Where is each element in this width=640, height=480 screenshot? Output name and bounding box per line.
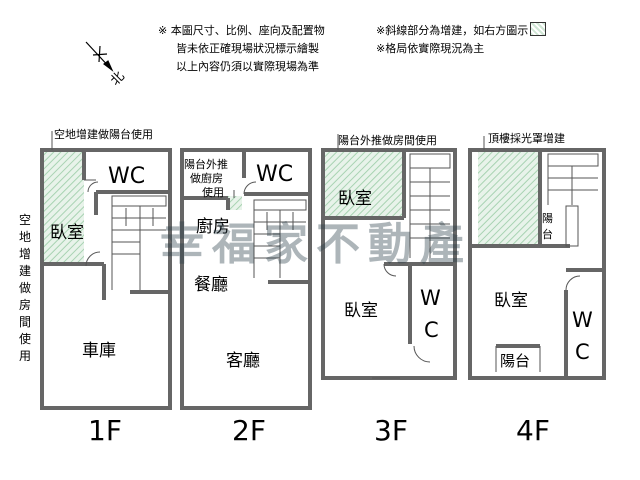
hatch-swatch-icon [530, 22, 547, 36]
4f-balcony-small-label: 陽 [542, 212, 553, 225]
1f-floor-label: 1F [88, 414, 122, 447]
1f-garage-label: 車庫 [82, 341, 116, 361]
north-arrow-icon [85, 41, 114, 72]
4f-bedroom-label: 臥室 [494, 291, 528, 311]
2f-floor-label: 2F [232, 414, 266, 447]
4f-callout-top: 頂樓採光罩增建 [488, 132, 565, 145]
2f-living-label: 客廳 [226, 351, 260, 371]
3f-wc-label-w: W [420, 286, 441, 310]
note-line: 以上內容仍須以實際現場為準 [176, 60, 319, 73]
2f-wc-label: WC [256, 162, 294, 187]
3f-floor-label: 3F [374, 414, 408, 447]
floor-4f-plan [468, 136, 606, 380]
4f-balcony-small-label: 台 [542, 228, 553, 241]
2f-callout-line: 使用 [202, 186, 224, 199]
floor-3f-plan [321, 134, 457, 380]
4f-balcony-label: 陽台 [500, 352, 531, 370]
2f-kitchen-label: 廚房 [196, 217, 230, 237]
4f-floor-label: 4F [516, 414, 550, 447]
2f-callout-line: 做廚房 [190, 172, 223, 185]
2f-dining-label: 餐廳 [194, 275, 228, 295]
floor-2f-plan [180, 148, 312, 410]
agency-watermark: 幸福家不動產 [160, 219, 472, 270]
note-line: ※ 本圖尺寸、比例、座向及配置物 [158, 24, 325, 37]
floor-1f-plan [40, 131, 172, 410]
2f-callout-line: 陽台外推 [184, 158, 228, 171]
4f-wc-label-c: C [575, 340, 590, 364]
3f-callout-top: 陽台外推做房間使用 [338, 134, 437, 147]
1f-wc-label: WC [108, 164, 146, 189]
3f-wc-label-c: C [424, 318, 439, 342]
1f-bedroom-label: 臥室 [50, 223, 84, 243]
3f-bedroom-label: 臥室 [344, 301, 378, 321]
note-line: ※斜線部分為增建，如右方圖示 [376, 24, 529, 37]
note-line: 皆未依正確現場狀況標示繪製 [176, 42, 319, 55]
note-line: ※格局依實際現況為主 [376, 42, 485, 55]
1f-callout-top: 空地增建做陽台使用 [54, 128, 153, 141]
1f-callout-side: 空地增建做房間使用 [18, 213, 31, 363]
3f-bedroom-top-label: 臥室 [338, 189, 372, 209]
disclaimer-notes: ※ 本圖尺寸、比例、座向及配置物 皆未依正確現場狀況標示繪製 以上內容仍須以實際… [158, 22, 325, 76]
legend-notes: ※斜線部分為增建，如右方圖示 ※格局依實際現況為主 [376, 22, 547, 58]
4f-wc-label-w: W [572, 308, 593, 332]
